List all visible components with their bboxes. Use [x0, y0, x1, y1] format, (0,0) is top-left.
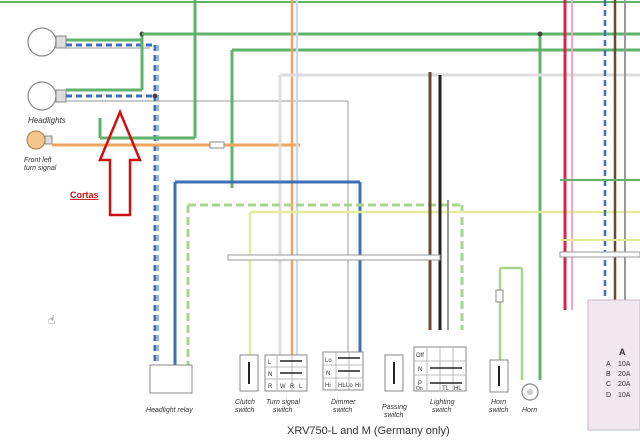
dim-letter-Lo: Lo: [325, 358, 332, 364]
bus-bar: [227, 254, 441, 261]
annotation-arrow: [98, 108, 142, 217]
clutch-label-2: switch: [235, 407, 255, 414]
ts-letter-R: R: [268, 384, 273, 390]
fuse-box-header: A: [619, 347, 626, 357]
lt-letter-on: On: [416, 386, 423, 392]
headlights-label: Headlights: [28, 116, 66, 125]
ts-letter-L2: L: [299, 384, 303, 390]
fuse-row-a-letter: A: [606, 361, 611, 368]
lt-letter-off: Off: [416, 353, 424, 359]
headlight-bulb-lower: [27, 81, 57, 111]
ts-letter-W: W: [280, 384, 286, 390]
passing-label-2: switch: [384, 412, 404, 419]
hand-cursor-icon: ☝: [48, 313, 55, 327]
headlight-relay-label: Headlight relay: [146, 407, 193, 414]
ts-letter-N: N: [268, 372, 272, 378]
fuse-row-b-letter: B: [606, 371, 611, 378]
fuse-row-c-value: 20A: [618, 381, 631, 388]
lighting-label-1: Lighting: [430, 399, 455, 406]
dim-letter-Hi2: Hi: [355, 383, 361, 389]
model-title: XRV750-L and M (Germany only): [287, 425, 450, 437]
headlight-bulb-upper-base: [55, 35, 67, 49]
front-left-label-2: turn signal: [24, 165, 57, 172]
fuse-box[interactable]: [587, 299, 640, 431]
turn-signal-bulb: [26, 130, 46, 150]
fuse-row-d-letter: D: [606, 392, 611, 399]
fuse-row-a-value: 10A: [618, 361, 631, 368]
headlight-relay[interactable]: [149, 364, 193, 394]
front-left-label-1: Front left: [24, 157, 53, 164]
fuse-row-c-letter: C: [606, 381, 611, 388]
clutch-label-1: Clutch: [235, 399, 255, 406]
horn-switch-label-1: Horn: [491, 399, 506, 406]
dim-letter-Hi: Hi: [325, 383, 331, 389]
lt-letter-TL: TL: [442, 386, 450, 392]
turn-signal-label-1: Turn signal: [266, 399, 301, 406]
junction-540-34: [537, 31, 543, 37]
ts-letter-L: L: [268, 360, 272, 366]
bus-bar-right: [559, 251, 640, 258]
headlight-bulb-lower-base: [55, 89, 67, 103]
headlight-bulb-upper: [27, 27, 57, 57]
fuse-row-b-value: 20A: [618, 371, 631, 378]
turn-signal-label-2: switch: [273, 407, 293, 414]
lt-letter-P: P: [418, 381, 422, 387]
dim-letter-HL: HL: [338, 383, 346, 389]
horn-label: Horn: [522, 407, 537, 414]
passing-label-1: Passing: [382, 404, 407, 411]
annotation-cortas: Cortas: [70, 190, 99, 200]
horn-fuse-link: [495, 289, 504, 303]
fuse-row-d-value: 10A: [618, 392, 631, 399]
lighting-label-2: switch: [432, 407, 452, 414]
junction-155-96: [152, 93, 158, 99]
dim-letter-Lo2: Lo: [346, 383, 353, 389]
horn-switch-label-2: switch: [489, 407, 509, 414]
dimmer-label-1: Dimmer: [331, 399, 356, 406]
dimmer-label-2: switch: [333, 407, 353, 414]
dim-letter-N: N: [326, 371, 330, 377]
horn-icon-inner: [527, 389, 533, 395]
lt-letter-HL: HL: [454, 386, 462, 392]
turn-signal-bulb-base: [44, 135, 53, 145]
connector-orange: [209, 141, 225, 149]
ts-letter-R2: R: [290, 384, 295, 390]
lt-letter-N: N: [418, 367, 422, 373]
